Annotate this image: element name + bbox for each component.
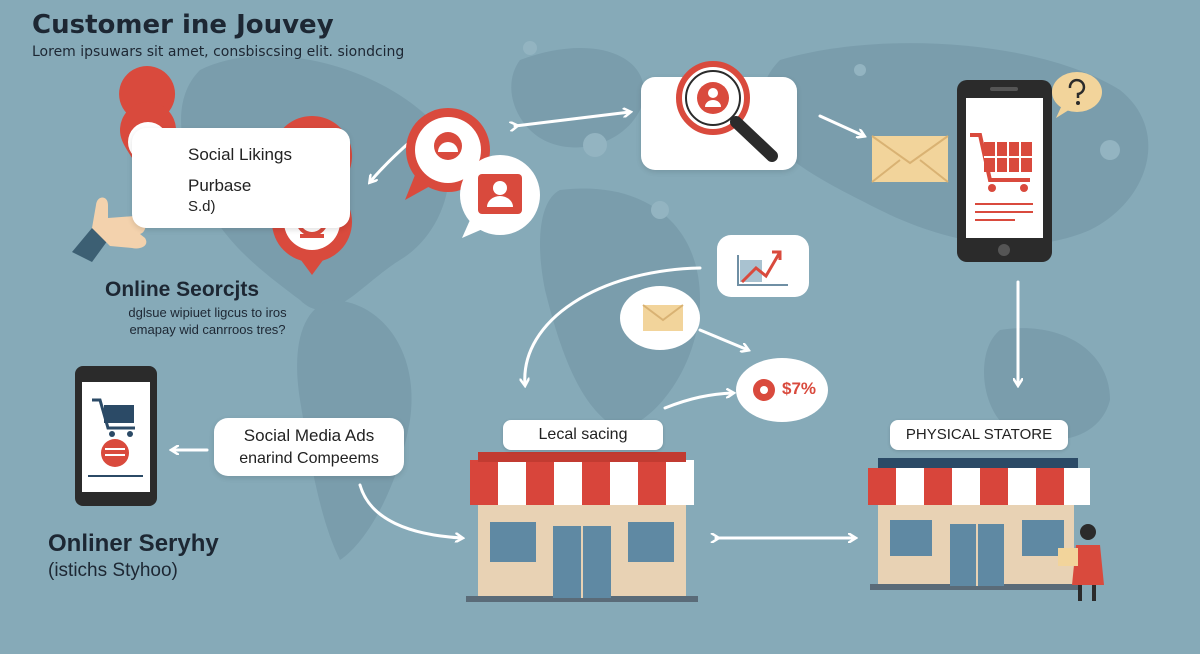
shopkeeper-icon	[1058, 524, 1104, 601]
physical-store-label: PHYSICAL STATORE	[890, 420, 1068, 450]
flow-arrows	[172, 112, 1018, 538]
question-bubble-icon	[1052, 72, 1102, 118]
arrow-envelope-to-discount	[698, 328, 748, 350]
social-card-line3: S.d)	[188, 198, 216, 215]
envelope-icon	[871, 135, 949, 183]
social-ads-card	[214, 418, 404, 476]
discount-label: $7%	[782, 379, 817, 398]
online-search-bottom-heading: Onliner Seryhy	[48, 530, 219, 557]
social-ads-line2: enarind Compeems	[239, 450, 379, 467]
social-card-line1: Social Likings	[188, 145, 292, 164]
social-card-line2: Purbase	[188, 176, 252, 195]
local-store-icon	[466, 452, 698, 602]
user-icon	[460, 155, 540, 238]
online-searches-caption-2: emapay wid canrroos tres?	[129, 322, 286, 337]
online-searches-caption-1: dglsue wipiuet ligcus to iros	[128, 305, 287, 320]
page-title: Customer ine Jouvey	[32, 10, 334, 40]
arrow-search-to-envelope	[818, 114, 864, 136]
online-search-bottom-caption: (istichs Styhoo)	[48, 560, 178, 581]
trend-chart-icon	[717, 235, 809, 297]
arrow-to-discount	[663, 393, 733, 410]
online-searches-heading: Online Seorcjts	[105, 278, 260, 301]
page-subtitle: Lorem ipsuwars sit amet, consbiscsing el…	[32, 44, 405, 60]
arrow-to-store	[358, 483, 462, 538]
hand-pointer-icon	[72, 197, 147, 262]
shopping-cart-icon	[970, 133, 1033, 221]
social-card	[132, 128, 350, 228]
social-ads-line1: Social Media Ads	[243, 426, 375, 445]
map-dots	[523, 41, 1120, 257]
discount-bubble	[736, 358, 828, 422]
local-store-label: Lecal sacing	[503, 420, 663, 450]
arrow-to-local-store	[525, 266, 702, 385]
chat-bubble-icon	[405, 108, 490, 200]
physical-store-icon	[868, 458, 1090, 590]
search-magnifier-icon	[676, 61, 778, 162]
arrow-social-search	[515, 112, 630, 126]
left-smartphone-icon	[75, 366, 157, 506]
envelope-bubble-icon	[620, 286, 700, 350]
